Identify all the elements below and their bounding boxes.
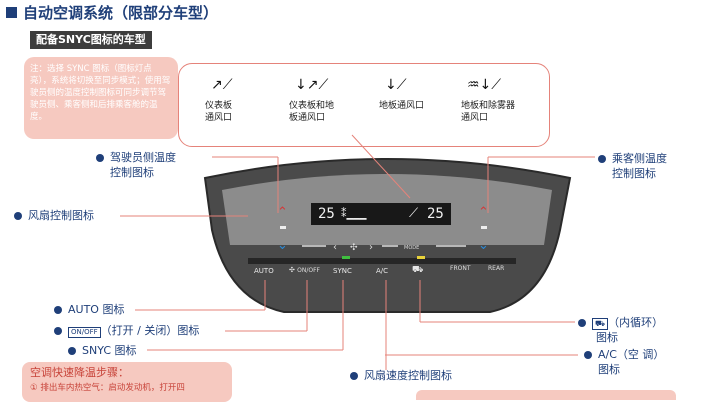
mode-label: 通风口 <box>205 113 233 123</box>
front-defrost-button[interactable]: FRONT <box>450 265 471 272</box>
section-subtitle: 配备SNYC图标的车型 <box>30 31 152 49</box>
lcd-display: 25 ⁑▁▁▁ ⟋ 25 <box>311 203 451 225</box>
callout-sync-text: SNYC 图标 <box>82 344 137 357</box>
callout-fan-control-text: 风扇控制图标 <box>28 209 94 222</box>
sync-button[interactable]: SYNC <box>333 267 352 275</box>
page-title-text: 自动空调系统（限部分车型） <box>23 4 219 22</box>
callout-sync: SNYC 图标 <box>68 343 137 358</box>
vent-floor-defrost-icon: ♒↓⟋ <box>467 77 502 93</box>
quick-cool-box: 空调快速降温步骤： ① 排出车内热空气：启动发动机，打开四 <box>22 362 232 402</box>
passenger-temp-readout: 25 <box>427 206 444 222</box>
callout-ac-line2: 图标 <box>598 363 620 376</box>
callout-passenger-temp-line2: 控制图标 <box>612 167 656 180</box>
mode-label: 板通风口 <box>289 113 326 123</box>
callout-onoff: ON/OFF（打开 / 关闭）图标 <box>54 323 199 338</box>
fan-icon: ✣ <box>350 243 358 253</box>
driver-temp-up-icon[interactable]: ⌃ <box>277 205 288 220</box>
callout-ac-line1: A/C（空 调） <box>598 348 665 361</box>
title-square-icon <box>6 7 17 18</box>
callout-driver-temp-line2: 控制图标 <box>110 166 154 179</box>
passenger-temp-down-icon[interactable]: ⌄ <box>478 238 489 253</box>
callout-fan-speed-text: 风扇速度控制图标 <box>364 369 452 382</box>
vent-face-floor-icon: ↓↗⟋ <box>295 77 329 93</box>
quick-cool-title: 空调快速降温步骤： <box>30 366 129 379</box>
bullet-icon <box>68 347 76 355</box>
fan-decrease-icon[interactable]: ‹ <box>333 242 337 253</box>
mode-button-label[interactable]: MODE <box>404 245 419 251</box>
callout-driver-temp-line1: 驾驶员侧温度 <box>110 151 176 164</box>
driver-temp-indicator <box>280 226 286 229</box>
bullet-icon <box>54 327 62 335</box>
quick-cool-step1: ① 排出车内热空气：启动发动机，打开四 <box>30 383 185 393</box>
mode-label: 地板通风口 <box>379 101 425 111</box>
ac-button[interactable]: A/C <box>376 267 389 275</box>
bullet-icon <box>54 306 62 314</box>
mode-label: 通风口 <box>461 113 489 123</box>
sync-led <box>342 256 350 259</box>
callout-recirc-text2: 图标 <box>596 331 618 344</box>
bullet-icon <box>578 319 586 327</box>
bottom-right-box <box>416 390 676 400</box>
driver-temp-down-icon[interactable]: ⌄ <box>277 238 288 253</box>
auto-button[interactable]: AUTO <box>254 267 274 275</box>
bullet-icon <box>598 155 606 163</box>
recirc-led <box>417 256 425 259</box>
passenger-temp-up-icon[interactable]: ⌃ <box>478 205 489 220</box>
recirc-badge-icon: ⛟ <box>592 318 609 330</box>
callout-ac: A/C（空 调） 图标 <box>584 347 664 377</box>
callout-driver-temp: 驾驶员侧温度 控制图标 <box>96 150 176 180</box>
passenger-temp-indicator <box>481 226 487 229</box>
recirc-button-icon[interactable]: ⛟ <box>412 265 424 275</box>
callout-fan-control: 风扇控制图标 <box>14 208 94 223</box>
callout-passenger-temp-line1: 乘客侧温度 <box>612 152 667 165</box>
note-text: 注：选择 SYNC 图标（图标灯点亮），系统将切换至同步模式；使用驾驶员侧的温度… <box>30 64 171 122</box>
callout-passenger-temp: 乘客侧温度 控制图标 <box>598 151 667 181</box>
vent-floor-icon: ↓⟋ <box>385 77 407 93</box>
onoff-button-label: ON/OFF <box>297 267 320 274</box>
mode-label: 仪表板 <box>205 101 233 111</box>
onoff-button[interactable]: ✣ ON/OFF <box>289 266 320 274</box>
vent-face-icon: ↗⟋ <box>211 77 233 93</box>
bullet-icon <box>96 154 104 162</box>
callout-recirc: ⛟（内循环） 图标 <box>578 315 663 345</box>
mode-item-face: ↗⟋ 仪表板 通风口 <box>205 74 285 124</box>
bullet-icon <box>350 372 358 380</box>
callout-auto-text: AUTO 图标 <box>68 303 125 316</box>
rear-defrost-button[interactable]: REAR <box>488 265 505 272</box>
page-title: 自动空调系统（限部分车型） <box>6 2 218 23</box>
vent-mode-icon: ⟋ <box>409 206 419 221</box>
mode-item-floor-defrost: ♒↓⟋ 地板和除雾器 通风口 <box>461 74 541 124</box>
callout-auto: AUTO 图标 <box>54 302 124 317</box>
onoff-badge-icon: ON/OFF <box>68 327 101 338</box>
bullet-icon <box>14 212 22 220</box>
mode-item-floor: ↓⟋ 地板通风口 <box>379 74 459 112</box>
mode-item-face-floor: ↓↗⟋ 仪表板和地 板通风口 <box>289 74 369 124</box>
onoff-badge-text: ON/OFF <box>71 328 98 336</box>
bullet-icon <box>584 351 592 359</box>
callout-recirc-text: （内循环） <box>608 316 664 329</box>
fan-small-icon: ✣ <box>289 266 295 274</box>
callout-fan-speed: 风扇速度控制图标 <box>350 368 452 383</box>
driver-temp-readout: 25 <box>318 206 335 222</box>
fan-increase-icon[interactable]: › <box>369 242 373 253</box>
mode-label: 地板和除雾器 <box>461 101 516 111</box>
callout-onoff-text: （打开 / 关闭）图标 <box>100 324 200 337</box>
note-box: 注：选择 SYNC 图标（图标灯点亮），系统将切换至同步模式；使用驾驶员侧的温度… <box>24 57 178 139</box>
panel-button-strip <box>248 258 516 264</box>
vent-modes-legend: ↗⟋ 仪表板 通风口 ↓↗⟋ 仪表板和地 板通风口 ↓⟋ 地板通风口 ♒↓⟋ 地… <box>178 63 550 147</box>
mode-label: 仪表板和地 <box>289 101 335 111</box>
fan-level-readout: ⁑▁▁▁ <box>341 207 367 220</box>
